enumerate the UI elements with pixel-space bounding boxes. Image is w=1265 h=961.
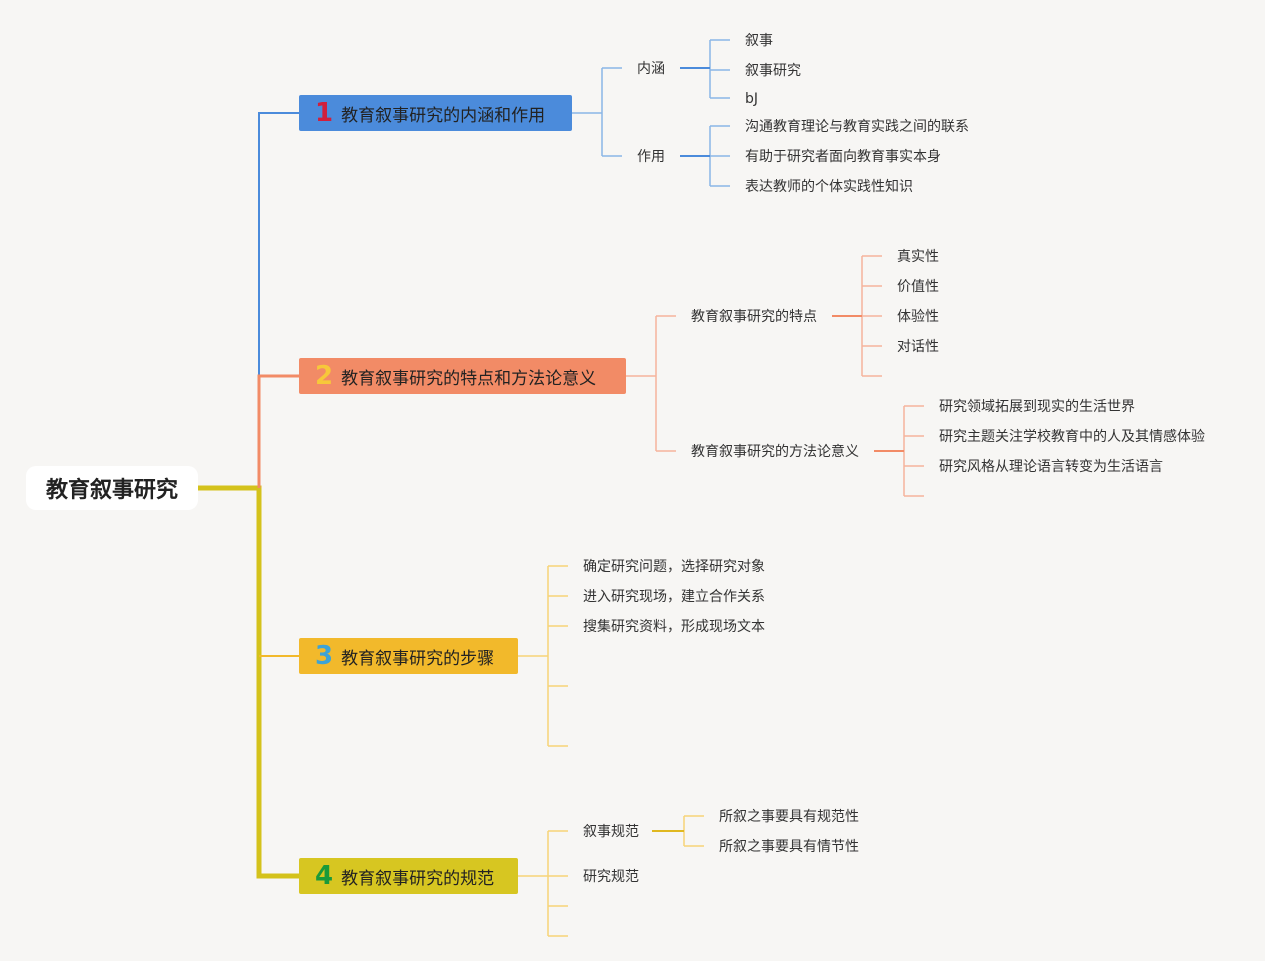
topic-neihan[interactable]: 内涵 xyxy=(637,61,665,77)
branch-1[interactable]: 1 教育叙事研究的内涵和作用 xyxy=(299,95,572,131)
topic-tedian[interactable]: 教育叙事研究的特点 xyxy=(691,309,817,325)
branch-number: 2 xyxy=(315,361,334,391)
branch-number: 4 xyxy=(315,861,334,891)
leaf-node[interactable]: 沟通教育理论与教育实践之间的联系 xyxy=(745,119,969,135)
branch-number: 3 xyxy=(315,641,334,671)
branch-label: 教育叙事研究的步骤 xyxy=(341,648,495,669)
topic-xushi[interactable]: 叙事规范 xyxy=(583,824,639,840)
branch-label: 教育叙事研究的规范 xyxy=(341,868,495,889)
leaf-node[interactable]: 真实性 xyxy=(897,249,939,265)
branch-4[interactable]: 4 教育叙事研究的规范 xyxy=(299,858,518,894)
branch-label: 教育叙事研究的内涵和作用 xyxy=(341,105,546,126)
branch-2[interactable]: 2 教育叙事研究的特点和方法论意义 xyxy=(299,358,626,394)
leaf-node[interactable]: 所叙之事要具有情节性 xyxy=(719,839,859,855)
leaf-node[interactable]: 表达教师的个体实践性知识 xyxy=(745,179,913,195)
leaf-node[interactable]: 所叙之事要具有规范性 xyxy=(719,809,859,825)
topic-yanjiu[interactable]: 研究规范 xyxy=(583,869,639,885)
leaf-node[interactable]: 研究主题关注学校教育中的人及其情感体验 xyxy=(939,429,1205,445)
leaf-node[interactable]: 研究风格从理论语言转变为生活语言 xyxy=(939,459,1163,475)
leaf-node[interactable]: 价值性 xyxy=(897,279,939,295)
leaf-node[interactable]: 对话性 xyxy=(897,339,939,355)
leaf-node[interactable]: 进入研究现场，建立合作关系 xyxy=(583,589,765,605)
leaf-node[interactable]: 叙事研究 xyxy=(745,63,801,79)
topic-zuoyong[interactable]: 作用 xyxy=(637,149,665,165)
branch-3[interactable]: 3 教育叙事研究的步骤 xyxy=(299,638,518,674)
leaf-node[interactable]: bJ xyxy=(745,91,759,107)
leaf-node[interactable]: 叙事 xyxy=(745,33,773,49)
leaf-node[interactable]: 体验性 xyxy=(897,309,939,325)
branch-number: 1 xyxy=(315,98,334,128)
root-topic[interactable]: 教育叙事研究 xyxy=(26,466,198,510)
branch-label: 教育叙事研究的特点和方法论意义 xyxy=(341,368,597,389)
leaf-node[interactable]: 研究领域拓展到现实的生活世界 xyxy=(939,399,1135,415)
leaf-node[interactable]: 有助于研究者面向教育事实本身 xyxy=(745,149,941,165)
leaf-node[interactable]: 搜集研究资料，形成现场文本 xyxy=(583,619,765,635)
topic-fangfa[interactable]: 教育叙事研究的方法论意义 xyxy=(691,444,859,460)
leaf-node[interactable]: 确定研究问题，选择研究对象 xyxy=(583,559,765,575)
